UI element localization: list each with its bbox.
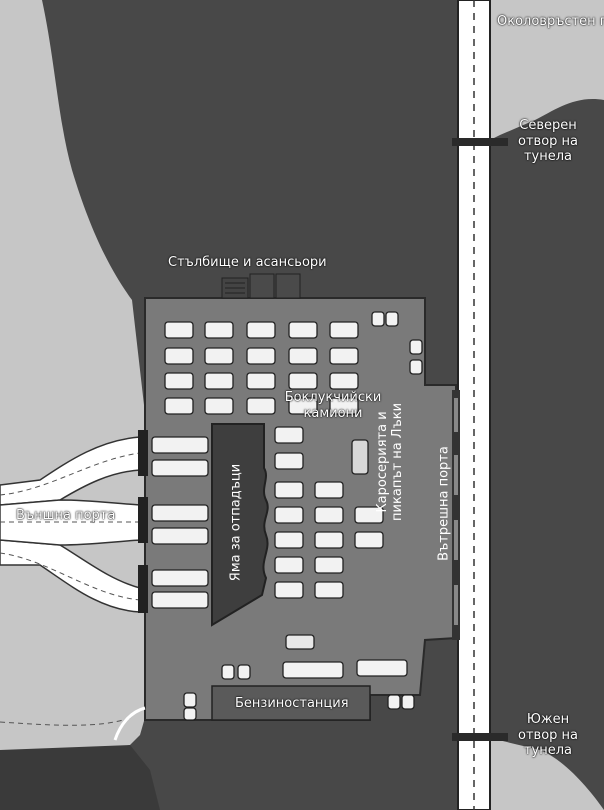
car [371,311,385,327]
garbage-truck [329,321,359,339]
lucky-pickup [285,634,315,650]
garbage-truck [204,372,234,390]
car [237,664,251,680]
garbage-truck [164,372,194,390]
garbage-truck [151,504,209,522]
garbage-truck [204,397,234,415]
garbage-truck [288,347,318,365]
garbage-truck [151,569,209,587]
ground-left [0,0,150,755]
north-tunnel-opening [452,138,508,146]
car [401,694,415,710]
garbage-truck [151,527,209,545]
garbage-truck [274,556,304,574]
rock-bottom-left [0,745,160,810]
garbage-truck [246,321,276,339]
garbage-truck [164,397,194,415]
outer-gate-roads [0,436,141,613]
inner-gate-wall [452,390,460,640]
garbage-truck [329,372,359,390]
gas-station [211,685,371,721]
garbage-truck [246,372,276,390]
car [221,664,235,680]
garbage-truck [274,426,304,444]
stairs-label: Стълбище и асансьори [168,255,327,270]
garbage-truck [314,481,344,499]
garbage-trucks-label: Боклукчийски камиони [284,390,382,421]
garbage-truck [151,591,209,609]
car [385,311,399,327]
garbage-truck [274,531,304,549]
garbage-truck [274,452,304,470]
inner-gate-label: Вътрешна порта [436,446,452,561]
car [183,692,197,708]
car [387,694,401,710]
garbage-pit-label: Яма за отпадъци [228,463,244,582]
garbage-truck [151,459,209,477]
garbage-truck [354,531,384,549]
garbage-truck [288,397,318,415]
lucky-trucks-label: Каросерията и пикапът на Лъки [375,402,405,521]
south-tunnel-label: Южен отвор на тунела [518,712,578,759]
garbage-truck [288,372,318,390]
garbage-pit [211,423,269,627]
elevator-2 [275,273,301,299]
garbage-truck [329,397,359,415]
garbage-truck [246,397,276,415]
car [409,339,423,355]
garbage-truck [329,347,359,365]
garbage-truck [314,531,344,549]
outer-gate-label: Външна порта [16,508,116,523]
garbage-truck [204,347,234,365]
garbage-truck [274,506,304,524]
garbage-truck [151,436,209,454]
lucky-truck [351,439,369,475]
trailer [282,661,344,679]
garbage-truck [274,481,304,499]
garbage-truck [164,321,194,339]
car [183,707,197,721]
ring-road-label: Околовръстен път [497,14,604,29]
car [409,359,423,375]
garbage-truck [164,347,194,365]
vehicles [151,311,423,721]
ground-right-top [490,0,604,140]
garbage-truck [246,347,276,365]
garbage-truck [288,321,318,339]
ground-right-bottom [490,738,604,810]
north-tunnel-label: Северен отвор на тунела [518,118,578,165]
garbage-truck [314,506,344,524]
garbage-truck [274,581,304,599]
garbage-truck [314,581,344,599]
trailer [356,659,408,677]
garbage-truck [204,321,234,339]
south-tunnel-opening [452,733,508,741]
gas-station-label: Бензиностанция [235,696,349,711]
elevator-1 [249,273,275,299]
garbage-truck [314,556,344,574]
garbage-truck [354,506,384,524]
